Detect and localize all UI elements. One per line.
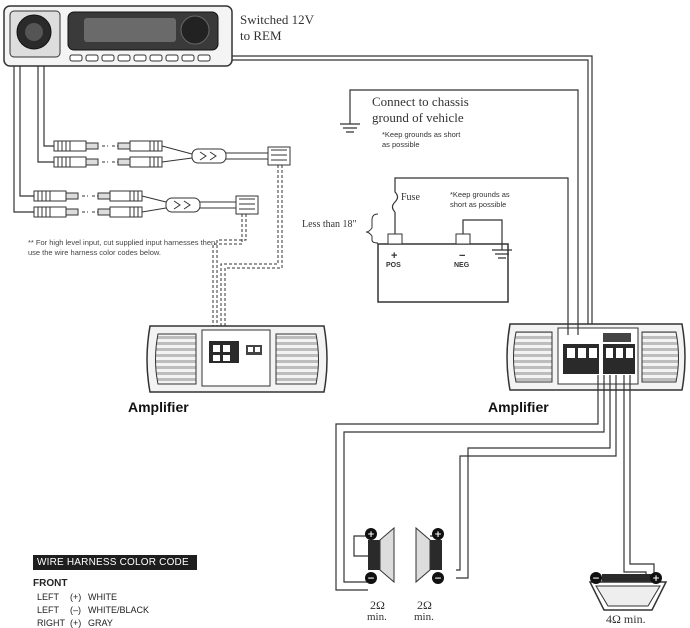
rca-plugs-upper: [53, 140, 291, 168]
harness-row-color: WHITE: [88, 592, 117, 602]
svg-text:−: −: [367, 574, 375, 584]
left-amplifier-body: [146, 325, 328, 393]
chassis-ground-wire: [340, 89, 579, 335]
neg-label: NEG: [454, 262, 470, 269]
chassis-note: *Keep grounds as short: [382, 130, 461, 139]
svg-text:−: −: [592, 574, 600, 584]
battery: [377, 233, 509, 303]
right-amplifier-body: [506, 323, 686, 391]
svg-text:+: +: [367, 530, 375, 540]
chassis-title: Connect to chassis: [372, 94, 469, 109]
harness-row-side: LEFT: [37, 592, 60, 602]
pos-symbol: +: [391, 250, 398, 262]
harness-row-side: LEFT: [37, 605, 60, 615]
tweeter-right-icon: + −: [415, 526, 444, 584]
tweeter-left-min: min.: [367, 611, 387, 623]
neg-symbol: −: [459, 250, 466, 262]
subwoofer-rating: 4Ω min.: [606, 612, 646, 626]
pos-label: POS: [386, 262, 401, 269]
rca-cables: [13, 66, 54, 213]
harness-row-side: RIGHT: [37, 618, 65, 628]
head-unit-buttons: [69, 54, 211, 62]
chassis-note-2: as possible: [382, 140, 420, 149]
rem-wire: [232, 55, 593, 335]
rem-label-2: to REM: [240, 28, 282, 43]
left-amplifier-label: Amplifier: [128, 399, 189, 415]
wire-harness-title: WIRE HARNESS COLOR CODE: [33, 555, 197, 570]
harness-row-polarity: (+): [70, 618, 82, 628]
tweeter-left-icon: + −: [365, 526, 395, 584]
speaker-wires: [335, 375, 655, 591]
rem-label: Switched 12V: [240, 12, 315, 27]
svg-text:+: +: [434, 530, 442, 540]
head-unit: [3, 5, 233, 67]
battery-wires: [365, 177, 569, 335]
harness-row-color: GRAY: [88, 618, 113, 628]
fuse-label: Fuse: [401, 192, 420, 203]
ground-note-2: short as possible: [450, 200, 507, 209]
ground-note: *Keep grounds as: [450, 190, 510, 199]
svg-text:−: −: [434, 574, 442, 584]
wire-harness-group: FRONT: [33, 578, 68, 589]
high-level-input-note: ** For high level input, cut supplied in…: [28, 238, 216, 257]
rca-plugs-lower: [33, 190, 259, 218]
harness-row-polarity: (–): [70, 605, 81, 615]
right-amplifier-label: Amplifier: [488, 399, 549, 415]
tweeter-right-rating: 2Ω: [417, 598, 432, 612]
tweeter-left-rating: 2Ω: [370, 598, 385, 612]
harness-row-color: WHITE/BLACK: [88, 605, 150, 615]
subwoofer-icon: − +: [588, 572, 668, 611]
dashed-harness-wires: [212, 165, 283, 330]
distance-label: Less than 18": [302, 219, 357, 230]
tweeter-right-min: min.: [414, 611, 434, 623]
chassis-title-2: ground of vehicle: [372, 110, 464, 125]
svg-text:+: +: [652, 574, 660, 584]
harness-row-polarity: (+): [70, 592, 82, 602]
